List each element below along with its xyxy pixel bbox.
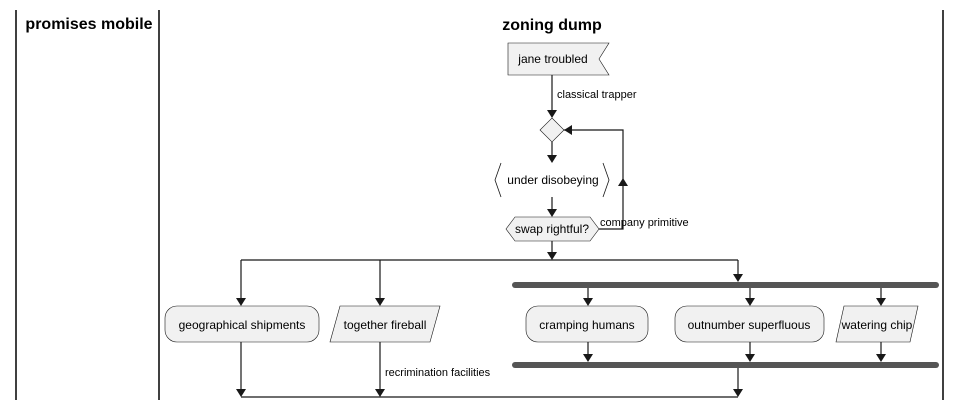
join-bar [512, 362, 939, 368]
arrow-head [547, 209, 557, 217]
edge-label-company-primitive: company primitive [600, 217, 689, 229]
loop-body-label: under disobeying [507, 173, 598, 187]
arrow-head [745, 298, 755, 306]
arrow-head [547, 155, 557, 163]
loop-body-left-bracket [494, 162, 502, 198]
lane-title-zoning-dump: zoning dump [502, 17, 602, 34]
loop-body-right-bracket [602, 162, 610, 198]
loop-condition-label: swap rightful? [515, 222, 589, 236]
action-together-fireball-label: together fireball [344, 318, 427, 332]
lane-title-promises-mobile: promises mobile [25, 16, 152, 33]
action-watering-chip [835, 305, 919, 343]
loop-body-bg [495, 163, 608, 197]
arrow-head-up [618, 178, 628, 186]
action-together-fireball [329, 305, 441, 343]
arrow-head [547, 252, 557, 260]
arrow-head [236, 389, 246, 397]
arrow-head [745, 354, 755, 362]
arrow-head [375, 389, 385, 397]
fork-bar [512, 282, 939, 288]
arrow-head [876, 298, 886, 306]
start-flag-label: jane troubled [517, 52, 587, 66]
arrow-head [236, 298, 246, 306]
action-cramping-humans-label: cramping humans [539, 318, 634, 332]
action-geographical-shipments [164, 305, 320, 343]
arrow-head [583, 298, 593, 306]
action-geographical-shipments-label: geographical shipments [179, 318, 306, 332]
edge-label-classical-trapper: classical trapper [557, 89, 637, 101]
arrow-head-left [564, 125, 572, 135]
arrow-head [583, 354, 593, 362]
start-flag-node [507, 42, 610, 76]
loop-condition-hexagon [505, 216, 600, 242]
loop-merge-diamond [539, 117, 565, 143]
action-watering-chip-label: watering chip [841, 318, 913, 332]
arrow-head [547, 110, 557, 118]
arrow-head [876, 354, 886, 362]
edge-label-recrimination-facilities: recrimination facilities [385, 367, 491, 379]
action-cramping-humans [525, 305, 649, 343]
arrow-head [733, 389, 743, 397]
action-outnumber-superfluous-label: outnumber superfluous [688, 318, 811, 332]
arrow-head [375, 298, 385, 306]
arrow-head [733, 274, 743, 282]
